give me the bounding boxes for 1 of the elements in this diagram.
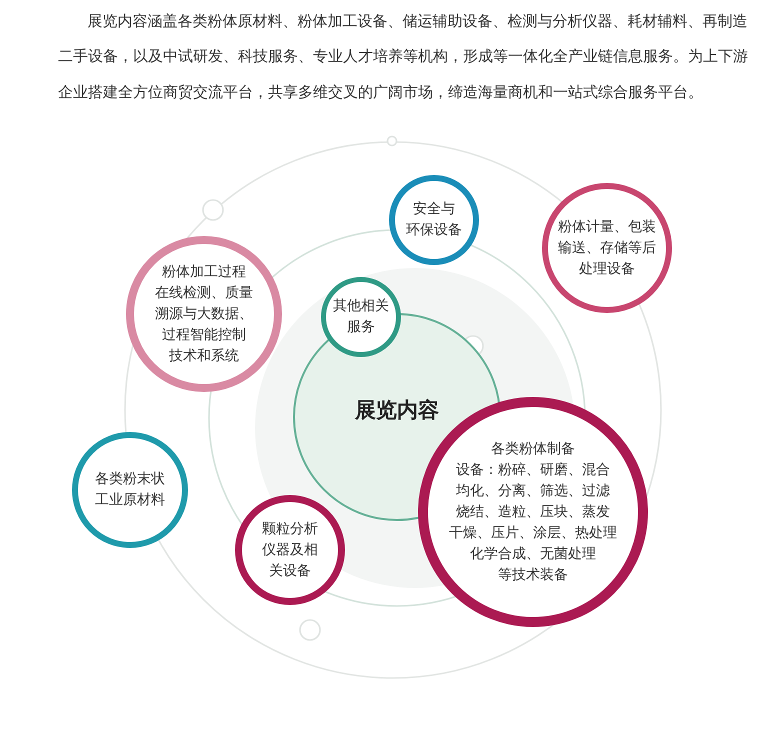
- intro-paragraph: 展览内容涵盖各类粉体原材料、粉体加工设备、储运辅助设备、检测与分析仪器、耗材辅料、再制造二手设备，以及中试研发、科技服务、专业人才培养等机构，形成等一体化全产业链信息服务。为上下游企业搭建全方位商贸交流平台，共享多维交叉的广阔市场，缔造海量商机和一站式综合服务平台。: [58, 12, 748, 103]
